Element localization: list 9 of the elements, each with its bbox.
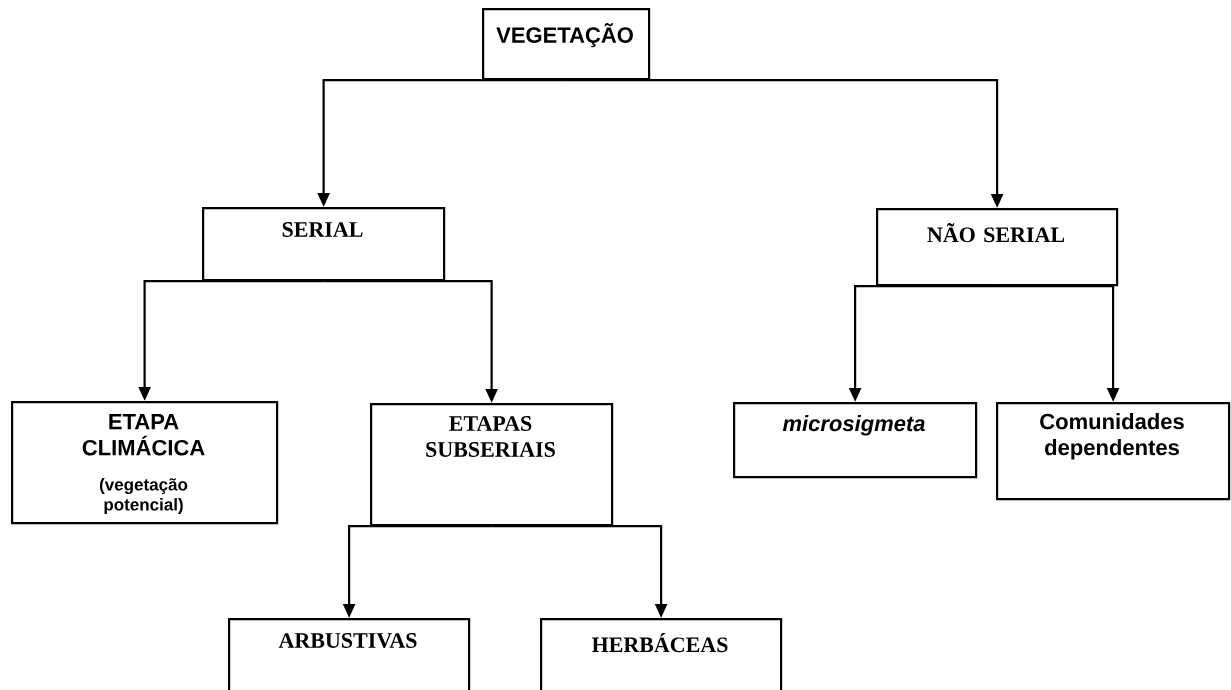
node-box: SERIAL bbox=[202, 207, 446, 282]
node-box: Comunidades dependentes bbox=[996, 402, 1231, 501]
node-box: microsigmeta bbox=[733, 402, 978, 479]
node-box: NÃO SERIAL bbox=[876, 208, 1119, 287]
node-box: ARBUSTIVAS bbox=[228, 618, 471, 690]
node-box: ETAPAS SUBSERIAIS bbox=[370, 403, 614, 527]
node-box: ETAPA CLIMÁCICA (vegetação potencial) bbox=[11, 401, 279, 525]
node-box: HERBÁCEAS bbox=[540, 618, 783, 690]
node-box: VEGETAÇÃO bbox=[482, 8, 651, 81]
